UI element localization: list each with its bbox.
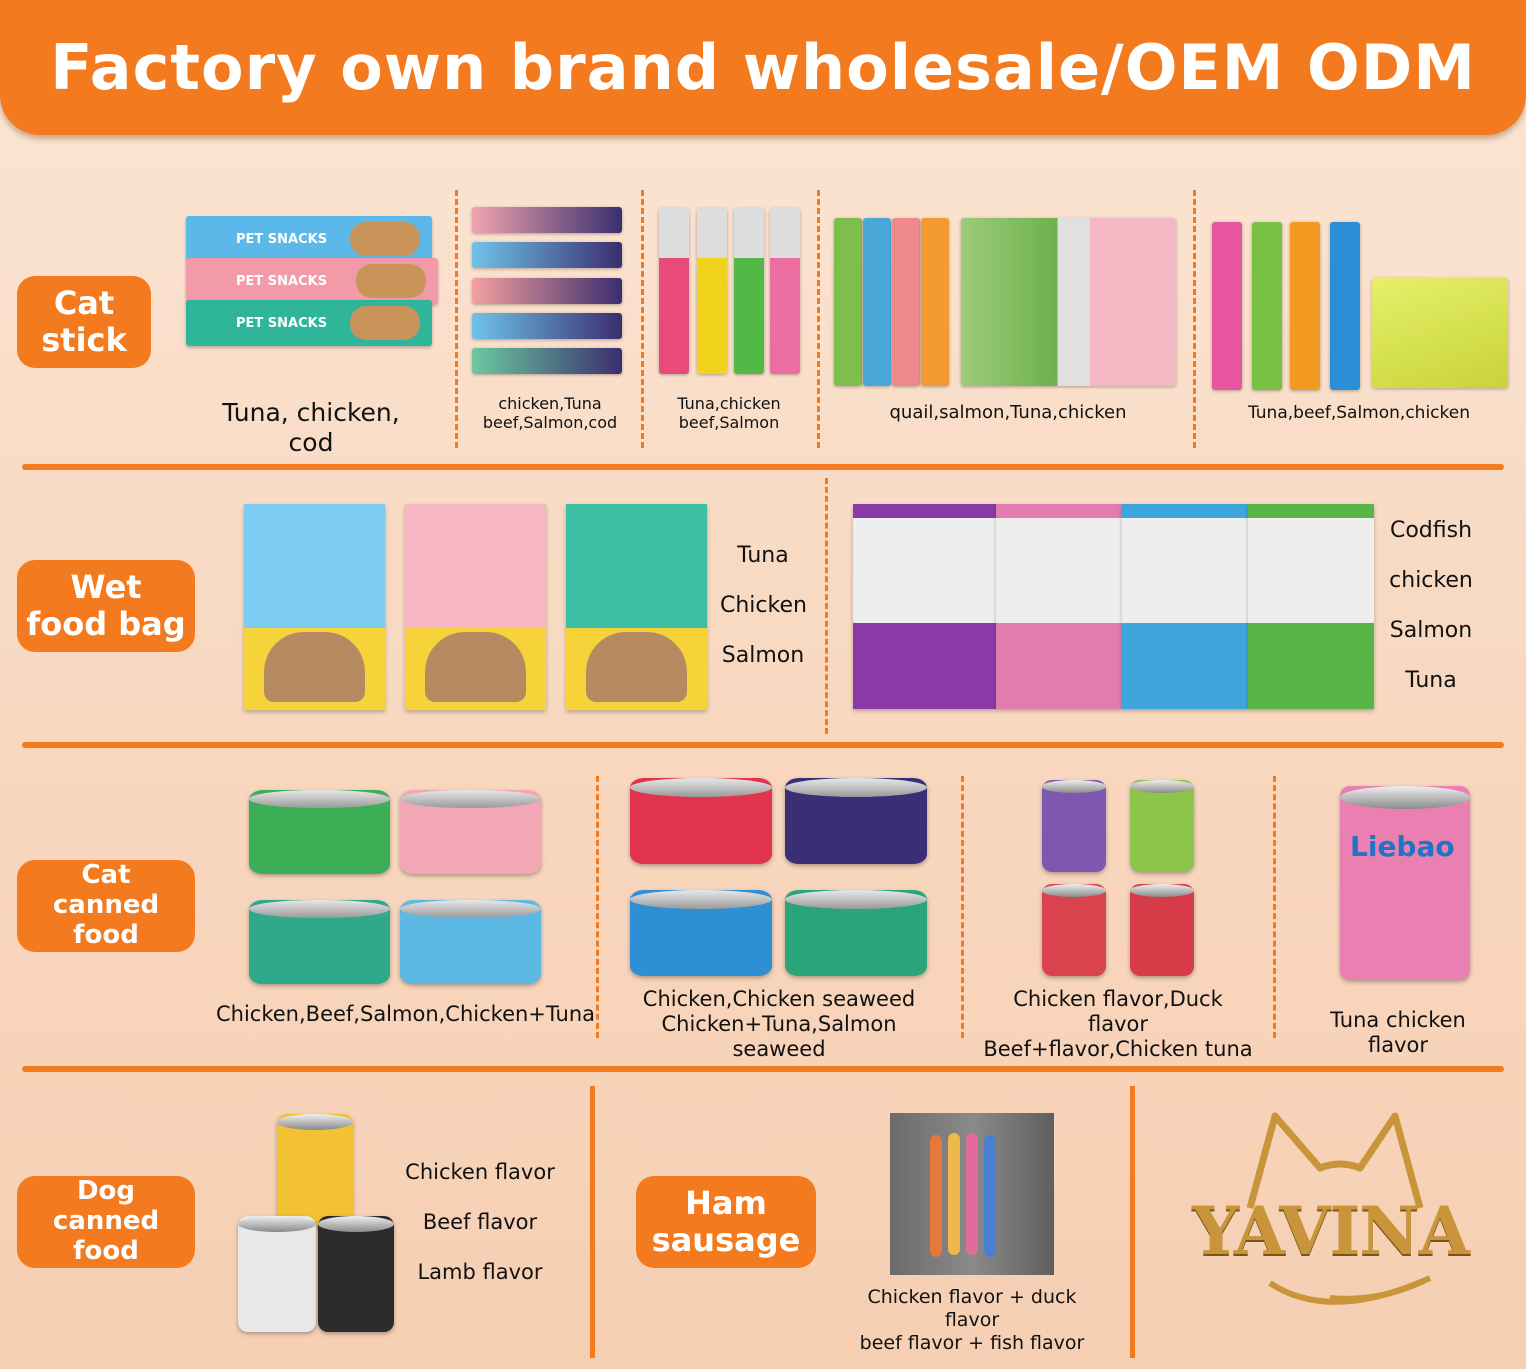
category-cat-canned-food: Cat canned food — [17, 860, 195, 952]
bag-large — [961, 218, 1176, 386]
category-cat-stick: Cat stick — [17, 276, 151, 368]
flavor-salmon: Salmon — [1389, 618, 1473, 643]
dog-can-beef — [238, 1216, 316, 1332]
category-dog-canned-food: Dog canned food — [17, 1176, 195, 1268]
caption-cat-canned-2: Chicken,Chicken seaweed Chicken+Tuna,Sal… — [642, 987, 916, 1062]
colored-stick-3 — [1290, 222, 1320, 390]
section-divider — [22, 1066, 1504, 1072]
bag-salmon — [863, 218, 891, 386]
caption-cat-stick-2: chicken,Tuna beef,Salmon,cod — [482, 394, 618, 433]
vertical-stick-4 — [770, 208, 800, 374]
tin-salmon-seaweed — [785, 890, 927, 976]
section-divider — [22, 742, 1504, 748]
flavor-tuna: Tuna — [737, 543, 789, 568]
big-can-brand: Liebao — [1350, 830, 1455, 863]
sachet-salmon — [1122, 504, 1248, 709]
tin-chicken-seaweed — [785, 778, 927, 864]
caption-ham-sausage: Chicken flavor + duck flavor beef flavor… — [859, 1286, 1085, 1354]
category-wet-food-bag: Wet food bag — [17, 560, 195, 652]
tall-can-beef — [1042, 884, 1106, 976]
product-pack-cod: PET SNACKS — [186, 300, 432, 346]
sachet-chicken — [996, 504, 1122, 709]
bag-tuna — [892, 218, 920, 386]
sausage-4 — [984, 1135, 996, 1257]
page-title: Factory own brand wholesale/OEM ODM — [50, 31, 1476, 104]
divider — [1193, 190, 1196, 448]
colored-stick-4 — [1330, 222, 1360, 390]
sachet-tuna — [1248, 504, 1374, 709]
caption-cat-canned-4: Tuna chicken flavor — [1330, 1008, 1466, 1058]
can-chicken-tuna — [400, 900, 541, 984]
divider — [455, 190, 458, 448]
sausage-3 — [966, 1133, 978, 1255]
section-divider — [22, 464, 1504, 470]
tall-can-duck — [1130, 780, 1194, 872]
colored-stick-1 — [1212, 222, 1242, 390]
can-beef — [400, 790, 541, 874]
category-ham-sausage: Ham sausage — [636, 1176, 816, 1268]
tall-can-chicken — [1042, 780, 1106, 872]
snack-box — [1372, 278, 1508, 388]
mini-stick-3 — [472, 278, 622, 304]
dog-can-chicken — [277, 1114, 353, 1226]
divider — [961, 776, 964, 1038]
pouch-tuna-shrimp — [244, 504, 385, 710]
pouch-chicken-catnip — [405, 504, 546, 710]
colored-stick-2 — [1252, 222, 1282, 390]
mini-stick-1 — [472, 207, 622, 233]
big-can-tuna-chicken: Liebao — [1340, 786, 1470, 980]
pack-label: PET SNACKS — [236, 231, 328, 247]
divider — [596, 776, 599, 1038]
caption-cat-stick-4: quail,salmon,Tuna,chicken — [889, 402, 1127, 423]
flavor-chicken: Chicken — [720, 593, 807, 618]
vertical-stick-1 — [659, 208, 689, 374]
dog-flavor-beef: Beef flavor — [422, 1210, 538, 1234]
divider — [641, 190, 644, 448]
tin-chicken-tuna — [630, 890, 772, 976]
product-pack-tuna: PET SNACKS — [186, 216, 432, 262]
flavor-salmon: Salmon — [721, 643, 805, 668]
divider — [825, 478, 828, 734]
ham-sausage-photo — [890, 1113, 1054, 1275]
caption-cat-stick-3: Tuna,chicken beef,Salmon — [677, 394, 781, 433]
caption-cat-canned-1: Chicken,Beef,Salmon,Chicken+Tuna — [216, 1002, 596, 1026]
dog-flavor-lamb: Lamb flavor — [417, 1260, 543, 1284]
pack-label: PET SNACKS — [236, 273, 328, 289]
product-pack-chicken: PET SNACKS — [186, 258, 438, 304]
sausage-2 — [948, 1133, 960, 1255]
flavor-tuna: Tuna — [1405, 668, 1457, 693]
flavor-chicken: chicken — [1389, 568, 1473, 593]
header-banner: Factory own brand wholesale/OEM ODM — [0, 0, 1526, 135]
divider — [1130, 1086, 1135, 1358]
caption-cat-canned-3: Chicken flavor,Duck flavor Beef+flavor,C… — [983, 987, 1253, 1062]
bag-chicken — [921, 218, 949, 386]
divider — [817, 190, 820, 448]
tin-chicken — [630, 778, 772, 864]
mini-stick-4 — [472, 313, 622, 339]
dog-can-lamb — [318, 1216, 394, 1332]
can-salmon — [249, 900, 390, 984]
sachet-codfish — [853, 504, 996, 709]
tall-can-chicken-tuna — [1130, 884, 1194, 976]
can-chicken — [249, 790, 390, 874]
flavor-codfish: Codfish — [1389, 518, 1473, 543]
mini-stick-5 — [472, 348, 622, 374]
bag-quail — [834, 218, 862, 386]
cat-ears-icon — [1246, 1112, 1432, 1305]
logo-wordmark: YAVINA — [1192, 1192, 1470, 1270]
divider — [1273, 776, 1276, 1038]
pack-label: PET SNACKS — [236, 315, 328, 331]
caption-cat-stick-1: Tuna, chicken, cod — [222, 398, 400, 457]
dog-flavor-chicken: Chicken flavor — [405, 1160, 555, 1184]
divider — [590, 1086, 595, 1358]
caption-cat-stick-5: Tuna,beef,Salmon,chicken — [1247, 403, 1470, 423]
pouch-salmon-fishoil — [566, 504, 707, 710]
mini-stick-2 — [472, 242, 622, 268]
vertical-stick-2 — [697, 208, 727, 374]
brand-logo: YAVINA — [1180, 1108, 1480, 1328]
vertical-stick-3 — [734, 208, 764, 374]
sausage-1 — [930, 1135, 942, 1257]
